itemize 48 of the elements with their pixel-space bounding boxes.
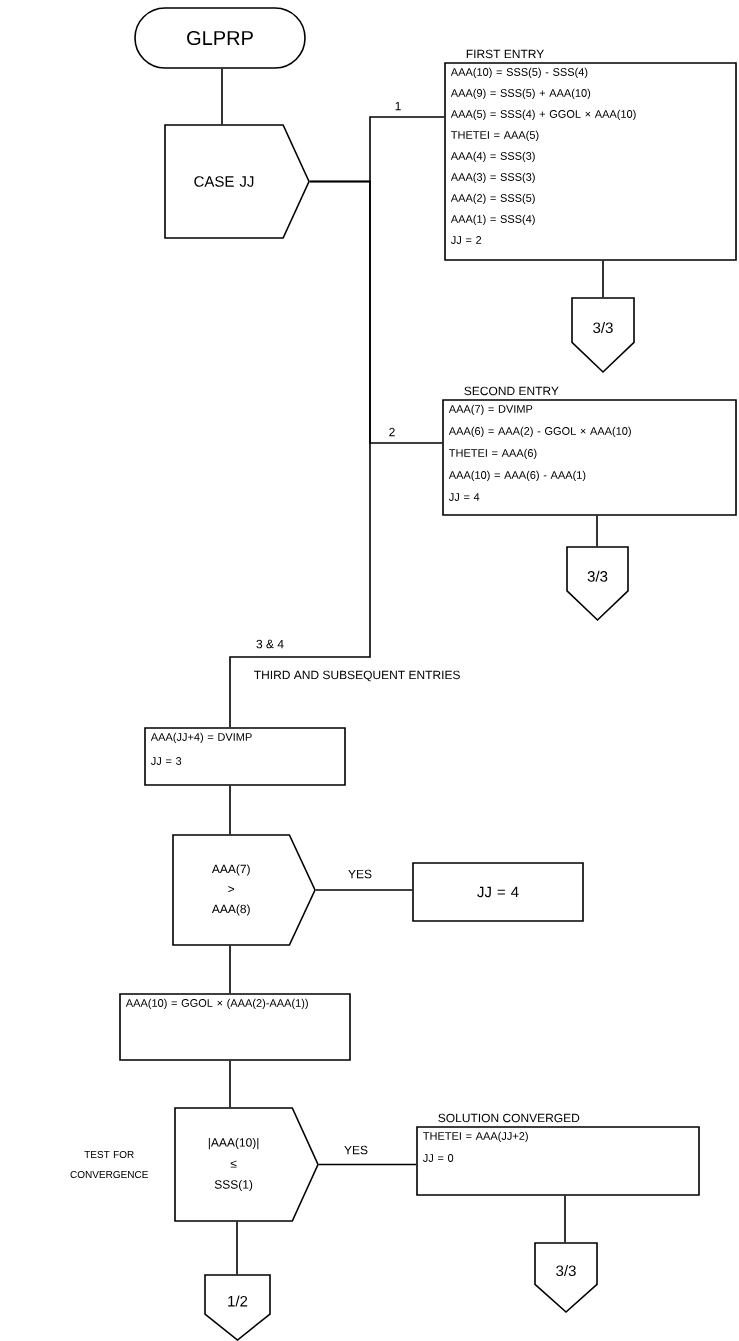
off-page-connector: 1/2 bbox=[204, 1274, 271, 1341]
box-heading: FIRST ENTRY bbox=[466, 49, 544, 59]
off-page-connector: 3/3 bbox=[571, 297, 635, 374]
edge-label: YES bbox=[346, 868, 374, 880]
branch-note: THIRD AND SUBSEQUENT ENTRIES bbox=[254, 670, 460, 682]
node-label: AAA(2) = SSS(5) bbox=[450, 193, 535, 205]
node-label: AAA(5) = SSS(4) + GGOL × AAA(10) bbox=[450, 109, 636, 121]
decision-box: CASE JJ bbox=[164, 124, 310, 239]
process-box: AAA(10) = SSS(5) - SSS(4) AAA(9) = SSS(5) + AAA(10) AAA(5) = SSS(4) + GGOL × AAA(10) THETEI = AAA(5) AAA(4) = SSS(3) AAA(3) = SSS(3) AAA(2) = SSS(5) AAA(1) = SSS(4) JJ = 2 bbox=[444, 62, 737, 261]
connector-line bbox=[564, 1195, 566, 1243]
connector-line bbox=[315, 889, 413, 891]
box-heading: SOLUTION CONVERGED bbox=[438, 1113, 580, 1123]
edge-label: 3 & 4 bbox=[254, 638, 286, 650]
process-box: JJ = 4 bbox=[412, 862, 584, 922]
node-label: JJ = 4 bbox=[448, 493, 480, 501]
node-label: AAA(6) = AAA(2) - GGOL × AAA(10) bbox=[448, 426, 631, 438]
node-label: THETEI = AAA(5) bbox=[451, 130, 539, 142]
connector-line bbox=[318, 1163, 417, 1166]
off-page-connector: 3/3 bbox=[534, 1242, 598, 1314]
decision-box: AAA(7) > AAA(8) bbox=[172, 834, 316, 946]
connector-line bbox=[596, 515, 598, 547]
decision-box: |AAA(10)| ≤ SSS(1) bbox=[174, 1107, 319, 1222]
side-note: TEST FOR CONVERGENCE bbox=[70, 1151, 148, 1179]
edge-label: YES bbox=[342, 1144, 370, 1156]
node-label: JJ = 2 bbox=[450, 236, 482, 244]
process-box: THETEI = AAA(JJ+2) JJ = 0 bbox=[416, 1126, 700, 1196]
connector-line bbox=[229, 785, 231, 835]
process-box: AAA(JJ+4) = DVIMP JJ = 3 bbox=[144, 727, 346, 786]
connector-line bbox=[229, 945, 231, 994]
box-heading: SECOND ENTRY bbox=[464, 386, 559, 396]
connector-line bbox=[602, 260, 604, 298]
node-label: AAA(1) = SSS(4) bbox=[450, 214, 535, 226]
process-box: AAA(7) = DVIMP AAA(6) = AAA(2) - GGOL × AAA(10) THETEI = AAA(6) AAA(10) = AAA(6) - AAA(1) JJ = 4 bbox=[442, 399, 737, 516]
connector-line bbox=[229, 180, 371, 728]
connector-line bbox=[229, 1060, 231, 1108]
node-label: AAA(4) = SSS(3) bbox=[450, 151, 535, 163]
node-label: AAA(10) = SSS(5) - SSS(4) bbox=[450, 67, 588, 79]
node-label: AAA(10) = AAA(6) - AAA(1) bbox=[448, 470, 586, 482]
node-label: AAA(9) = SSS(5) + AAA(10) bbox=[450, 88, 591, 100]
connector-line bbox=[236, 1221, 238, 1275]
edge-label: 1 bbox=[393, 100, 403, 112]
process-box: AAA(10) = GGOL × (AAA(2)-AAA(1)) bbox=[119, 993, 351, 1061]
node-label: AAA(3) = SSS(3) bbox=[450, 172, 535, 184]
node-label: AAA(7) = DVIMP bbox=[448, 404, 533, 416]
off-page-connector: 3/3 bbox=[566, 546, 629, 622]
edge-label: 2 bbox=[387, 426, 397, 438]
node-label: THETEI = AAA(6) bbox=[449, 448, 537, 460]
connector-line bbox=[221, 68, 223, 125]
